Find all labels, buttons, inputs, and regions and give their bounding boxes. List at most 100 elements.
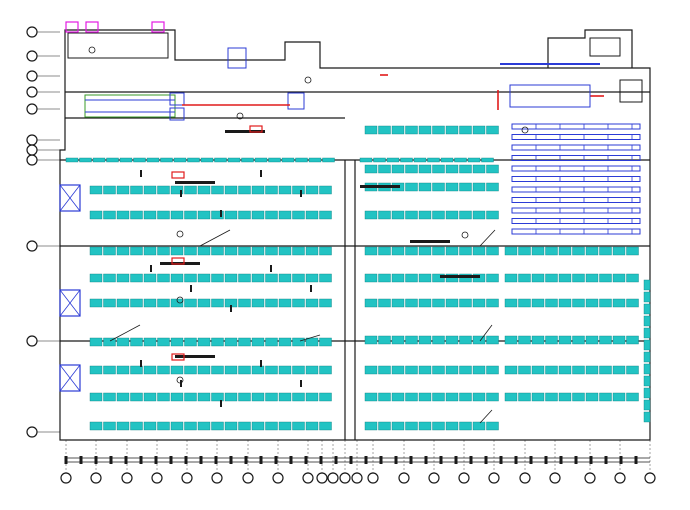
dimension-ticks: [64, 456, 638, 464]
fixture-cell: [459, 392, 472, 402]
tick-marker: [220, 210, 222, 217]
fixture-cell: [322, 157, 335, 163]
grid-bubble-icon: [644, 472, 656, 484]
grid-bubble-icon: [519, 472, 531, 484]
upper-left-utility-room: [67, 32, 305, 121]
fixture-cell: [224, 246, 238, 256]
fixture-cell: [585, 246, 599, 256]
column-grid-bubbles: [60, 440, 656, 484]
grid-bubble-icon: [327, 472, 339, 484]
fixture-cell: [518, 246, 531, 256]
fixture-cell: [585, 335, 599, 345]
fixture-cell: [531, 365, 545, 375]
fixture-cell: [170, 246, 184, 256]
fixture-cell: [445, 392, 459, 402]
fixture-cell: [364, 421, 378, 431]
dimension-tick: [364, 456, 368, 464]
dimension-tick: [439, 456, 443, 464]
fixture-cell: [292, 210, 305, 220]
fixture-cell: [319, 210, 332, 220]
annotation-bar: [410, 240, 450, 243]
fixture-cell: [143, 185, 157, 195]
fixture-cell: [405, 365, 418, 375]
grid-bubble-icon: [26, 154, 38, 166]
grid-bubble-icon: [211, 472, 223, 484]
dimension-tick: [499, 456, 503, 464]
grid-bubble-icon: [26, 426, 38, 438]
fixture-cell: [545, 392, 558, 402]
grid-bubble-icon: [614, 472, 626, 484]
fixture-cell: [612, 298, 626, 308]
grid-bubble-icon: [302, 472, 314, 484]
fixture-cell: [281, 157, 295, 163]
fixture-cell: [585, 273, 599, 283]
fixture-cell: [359, 157, 373, 163]
fixture-cell: [418, 164, 432, 174]
fixture-cell: [486, 182, 499, 192]
fixture-cell: [238, 210, 251, 220]
fixture-cell: [472, 246, 486, 256]
fixture-cell: [211, 185, 224, 195]
fixture-cell: [531, 246, 545, 256]
fixture-cell: [251, 210, 265, 220]
fixture-cell: [391, 210, 405, 220]
fixture-cell: [459, 298, 472, 308]
fixture-cell: [251, 273, 265, 283]
fixture-cell: [572, 365, 585, 375]
grid-bubble-icon: [26, 50, 38, 62]
annotation-bar: [360, 185, 400, 188]
fixture-cell: [504, 392, 518, 402]
fixture-cell: [116, 365, 130, 375]
fixture-cell: [197, 210, 211, 220]
fixture-cell: [572, 335, 585, 345]
fixture-cell: [251, 246, 265, 256]
fixture-cell: [211, 365, 224, 375]
fixture-cell: [518, 365, 531, 375]
dimension-tick: [79, 456, 83, 464]
dimension-tick: [229, 456, 233, 464]
fixture-cell: [545, 298, 558, 308]
fixture-cell: [103, 421, 116, 431]
fixture-cell: [472, 298, 486, 308]
fixture-cell: [254, 157, 268, 163]
fixture-cell: [211, 298, 224, 308]
fixture-cell: [612, 335, 626, 345]
fixture-cell: [92, 157, 106, 163]
fixture-cell: [378, 392, 391, 402]
fixture-cell: [531, 273, 545, 283]
fixture-cell: [130, 246, 143, 256]
dimension-tick: [154, 456, 158, 464]
red-tag: [249, 125, 263, 133]
fixture-cell: [467, 157, 481, 163]
fixture-cell: [197, 392, 211, 402]
dimension-tick: [469, 456, 473, 464]
equipment-block-icon: [59, 184, 81, 212]
fixture-cell: [400, 157, 413, 163]
fixture-cell: [643, 375, 651, 387]
fixture-cell: [241, 157, 254, 163]
annotation-bar: [175, 181, 215, 184]
fixture-cell: [364, 365, 378, 375]
fixture-cell: [405, 246, 418, 256]
fixture-cell: [157, 246, 170, 256]
fixture-cell: [211, 337, 224, 347]
fixture-cell: [626, 246, 639, 256]
fixture-cell: [445, 298, 459, 308]
leader-line: [479, 229, 496, 247]
leader-line: [199, 229, 231, 247]
fixture-cell: [305, 246, 319, 256]
fixture-cell: [405, 421, 418, 431]
fixture-cell: [418, 210, 432, 220]
fixture-cell: [184, 273, 197, 283]
fixture-cell: [238, 185, 251, 195]
fixture-cell: [405, 182, 418, 192]
fixture-cell: [305, 210, 319, 220]
fixture-cell: [643, 291, 651, 303]
fixture-cell: [157, 421, 170, 431]
dimension-tick: [514, 456, 518, 464]
dimension-tick: [484, 456, 488, 464]
tick-marker: [180, 380, 182, 387]
grid-bubble-icon: [549, 472, 561, 484]
fixture-cell: [227, 157, 241, 163]
fixture-cell: [599, 273, 612, 283]
